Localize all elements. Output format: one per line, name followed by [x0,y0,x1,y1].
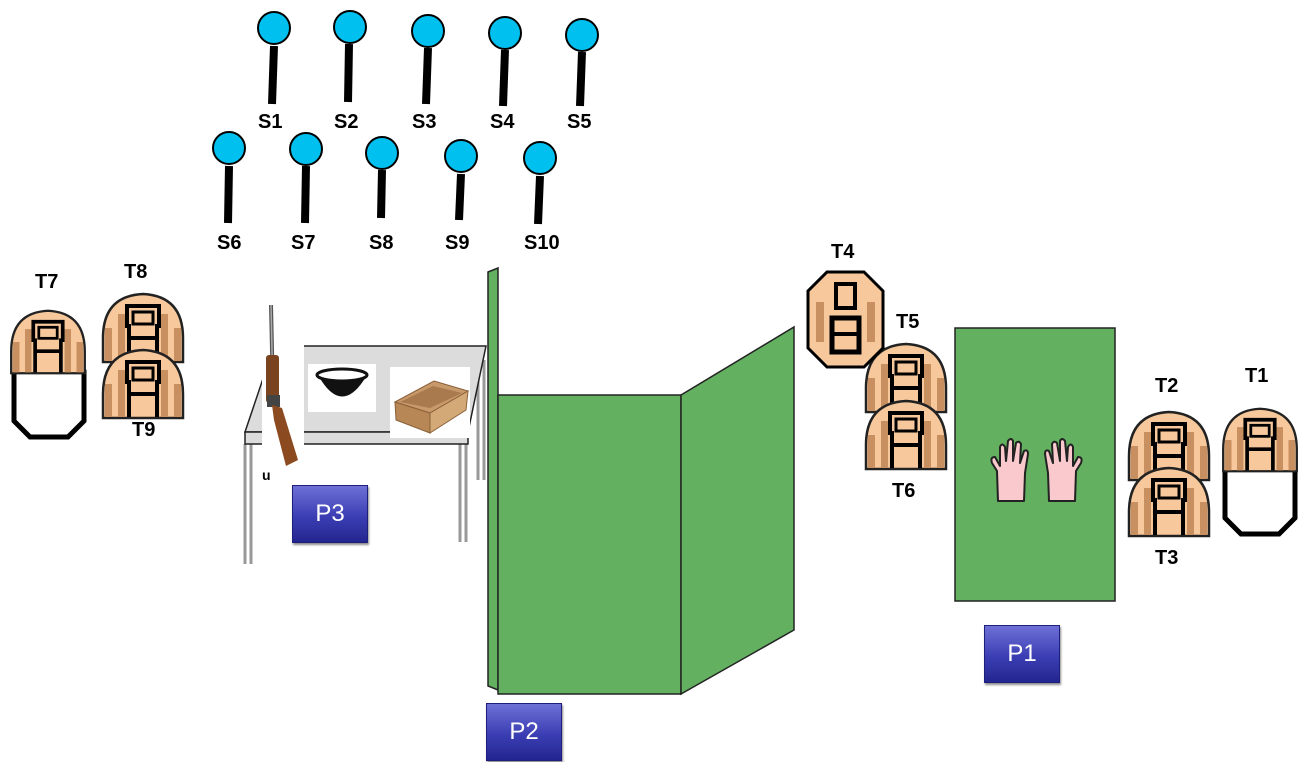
target-label-t8: T8 [124,261,148,283]
sensor-label-s10: S10 [524,232,560,254]
target-label-t2: T2 [1155,375,1179,397]
sensor-label-s6: S6 [217,232,242,254]
position-p3: P3 [292,485,368,543]
sensor-8 [365,136,399,219]
target-label-t6: T6 [892,480,916,502]
sensor-7 [289,132,323,224]
sensor-label-s4: S4 [490,111,515,133]
target-label-t9: T9 [132,419,156,441]
bowl-icon [308,364,376,412]
small-mark: u [262,467,271,483]
position-p1: P1 [984,625,1060,683]
sensor-label-s9: S9 [445,232,470,254]
target-t3 [1127,466,1211,538]
target-t6 [864,399,948,471]
cardboard-box-icon [390,367,470,438]
target-label-t3: T3 [1155,547,1179,569]
sensor-label-s5: S5 [567,111,592,133]
shotgun-icon [262,302,304,472]
target-label-t1: T1 [1245,365,1269,387]
sensor-1 [257,11,291,105]
sensor-label-s1: S1 [258,111,283,133]
sensor-label-s3: S3 [412,111,437,133]
sensor-label-s8: S8 [369,232,394,254]
target-label-t5: T5 [896,311,920,333]
sensor-9 [444,139,478,221]
target-t1 [1221,406,1299,537]
target-t9 [101,348,185,420]
target-t4 [806,270,885,369]
hands-panel [954,327,1116,602]
sensor-label-s7: S7 [291,232,316,254]
position-p2: P2 [486,703,562,761]
sensor-6 [212,131,246,224]
sensor-3 [411,14,445,105]
sensor-label-s2: S2 [334,111,359,133]
sensor-4 [488,16,522,107]
target-t7 [9,308,87,440]
sensor-10 [523,141,557,225]
target-label-t7: T7 [35,271,59,293]
target-label-t4: T4 [831,241,855,263]
partition-screen [487,266,795,696]
sensor-5 [565,18,599,107]
sensor-2 [333,10,367,103]
